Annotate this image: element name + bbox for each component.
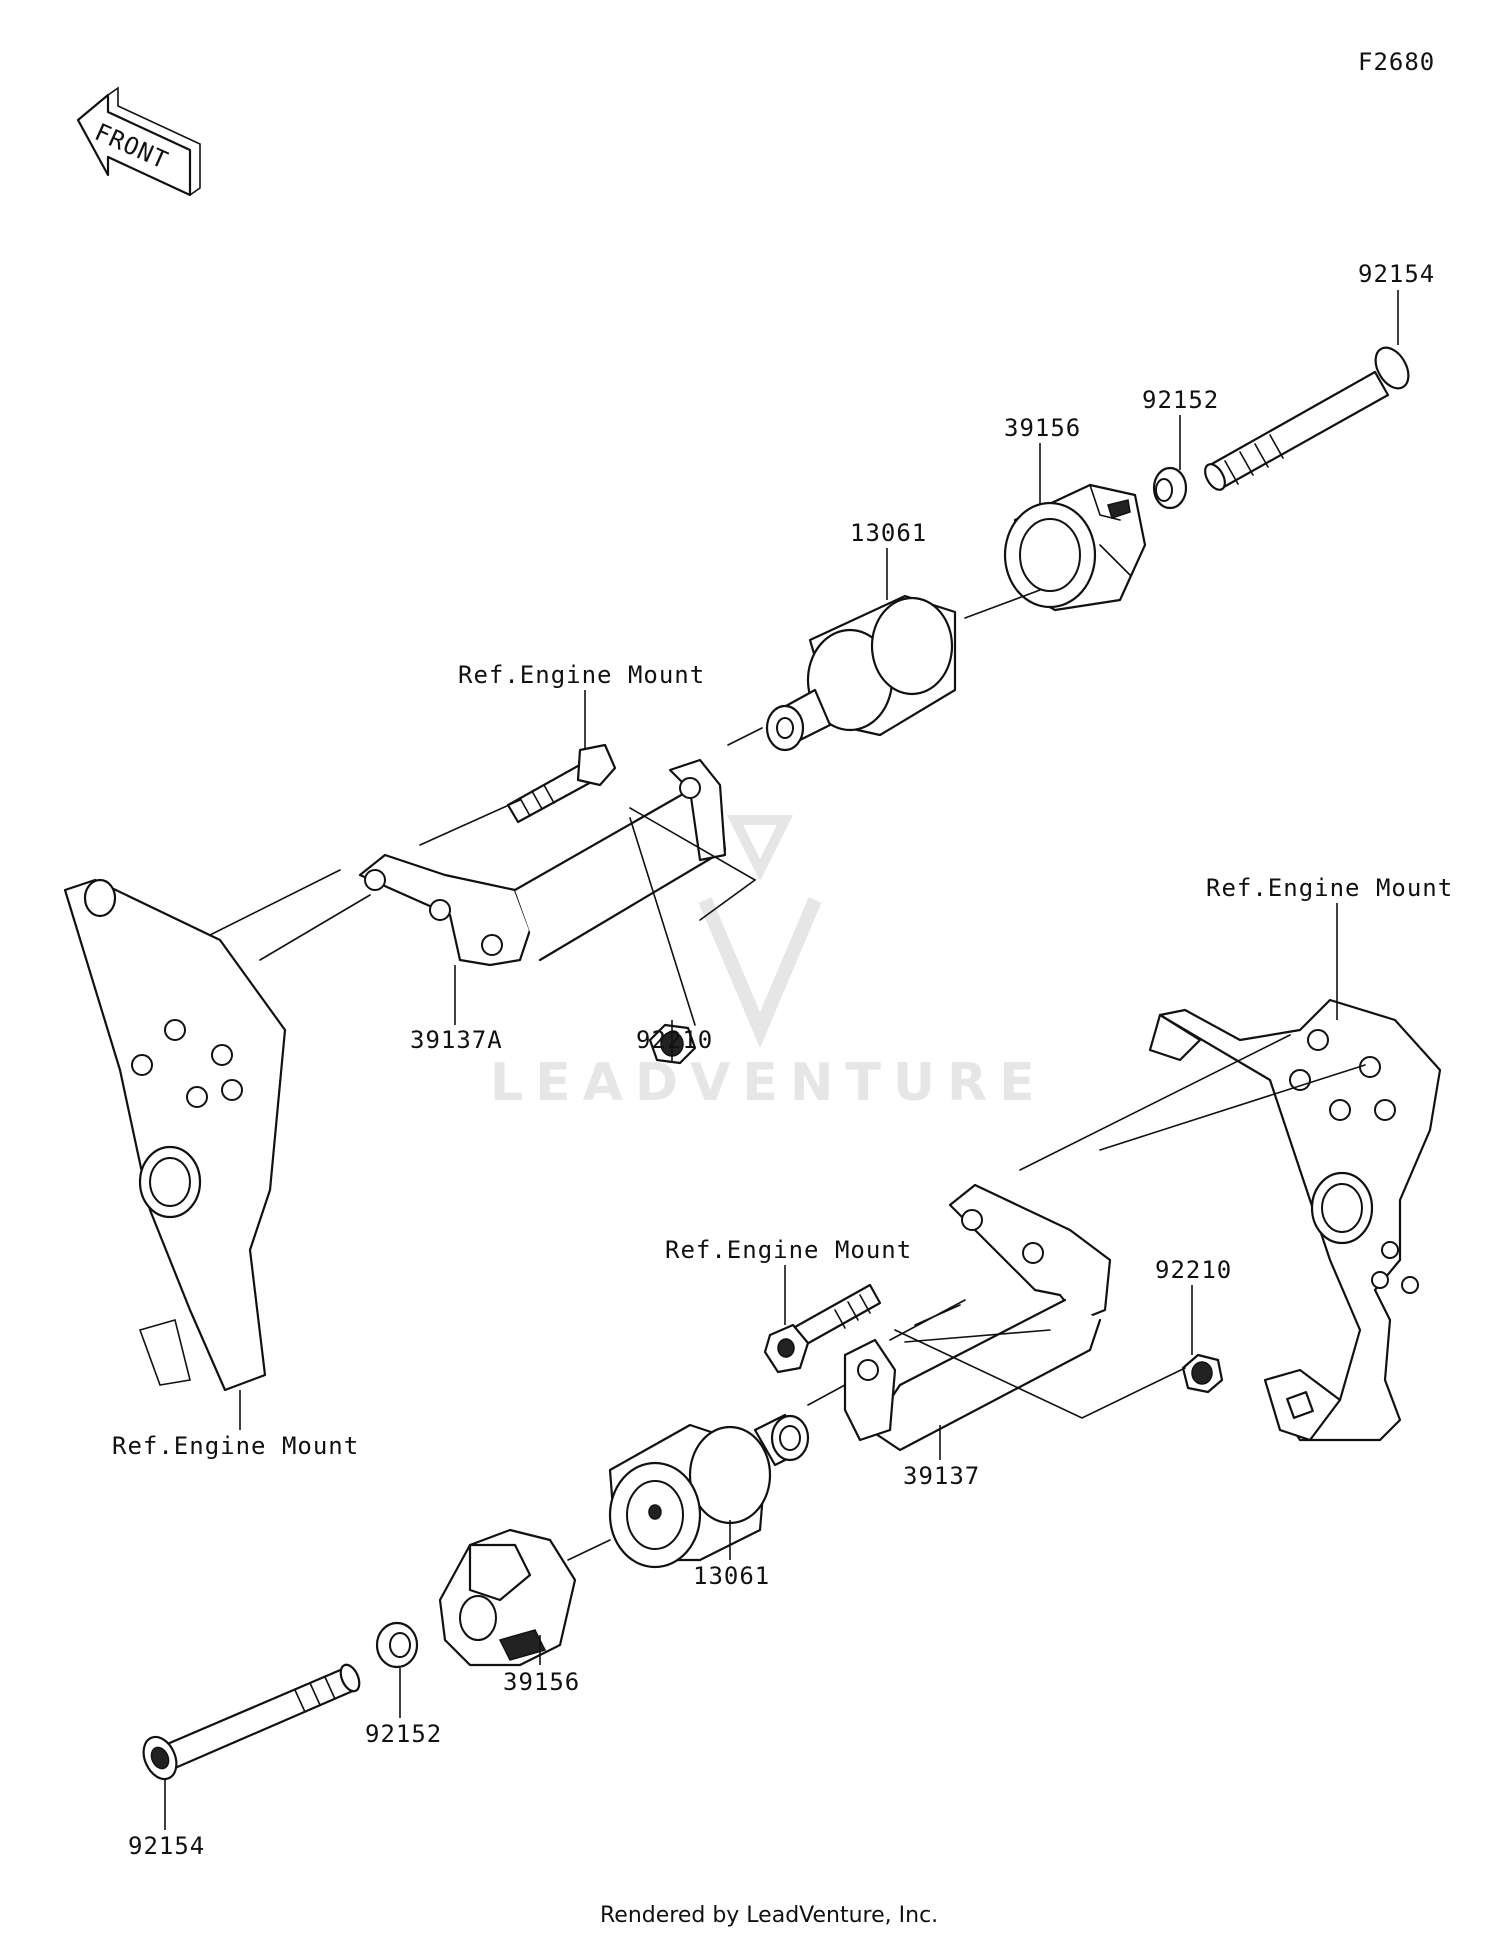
bolt-ref-engine-mount-middle <box>763 1283 882 1374</box>
bolt-92154-top <box>1204 346 1410 491</box>
bolt-ref-engine-mount-upper <box>506 743 617 824</box>
spacer-13061-top <box>765 594 957 752</box>
label-spacer-13061-bottom: 13061 <box>693 1562 770 1590</box>
label-spacer-13061-top: 13061 <box>850 519 927 547</box>
slider-39156-top <box>1003 483 1147 612</box>
label-nut-92210-right: 92210 <box>1155 1256 1232 1284</box>
bolt-92154-bottom <box>142 1663 361 1781</box>
slider-39156-bottom <box>438 1528 577 1667</box>
label-slider-39156-top: 39156 <box>1004 414 1081 442</box>
label-ref-engine-mount-right: Ref.Engine Mount <box>1206 874 1453 902</box>
engine-mount-right <box>1148 998 1442 1442</box>
label-ref-engine-mount-lower-left: Ref.Engine Mount <box>112 1432 359 1460</box>
leader-lines <box>164 290 1399 1830</box>
label-bolt-92154-top: 92154 <box>1358 260 1435 288</box>
washer-92152-top <box>1152 466 1188 510</box>
assembly-lines-lower <box>567 1034 1366 1561</box>
label-washer-92152-top: 92152 <box>1142 386 1219 414</box>
nut-92210-right <box>1181 1353 1224 1394</box>
footer-credit: Rendered by LeadVenture, Inc. <box>600 1903 938 1928</box>
label-bolt-92154-bottom: 92154 <box>128 1832 205 1860</box>
engine-mount-left <box>63 878 287 1392</box>
washer-92152-bottom <box>375 1621 419 1669</box>
front-arrow-icon: FRONT <box>76 86 201 197</box>
part-labels: 92154 92152 39156 13061 Ref.Engine Mount… <box>112 260 1453 1860</box>
spacer-13061-bottom <box>608 1413 810 1569</box>
watermark: LEADVENTURE <box>490 815 1047 1113</box>
label-nut-92210-left: 92210 <box>636 1026 713 1054</box>
label-slider-39156-bottom: 39156 <box>503 1668 580 1696</box>
label-bracket-39137: 39137 <box>903 1462 980 1490</box>
label-bracket-39137A: 39137A <box>410 1026 503 1054</box>
watermark-text: LEADVENTURE <box>490 1053 1047 1113</box>
figure-code: F2680 <box>1358 48 1435 76</box>
assembly-lines-upper <box>209 589 1041 1026</box>
bracket-39137 <box>843 1183 1112 1452</box>
label-washer-92152-bottom: 92152 <box>365 1720 442 1748</box>
label-ref-engine-mount-upper: Ref.Engine Mount <box>458 661 705 689</box>
label-ref-engine-mount-middle: Ref.Engine Mount <box>665 1236 912 1264</box>
